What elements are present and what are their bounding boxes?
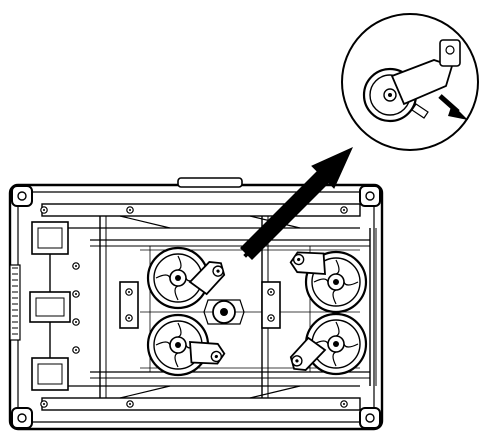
direction-arrow [240, 147, 353, 260]
left-brackets [29, 206, 348, 408]
detail-callout [341, 13, 479, 151]
callout-caster-arm [390, 39, 461, 119]
center-mounts [119, 281, 281, 329]
callout-release-arrow [438, 94, 468, 120]
